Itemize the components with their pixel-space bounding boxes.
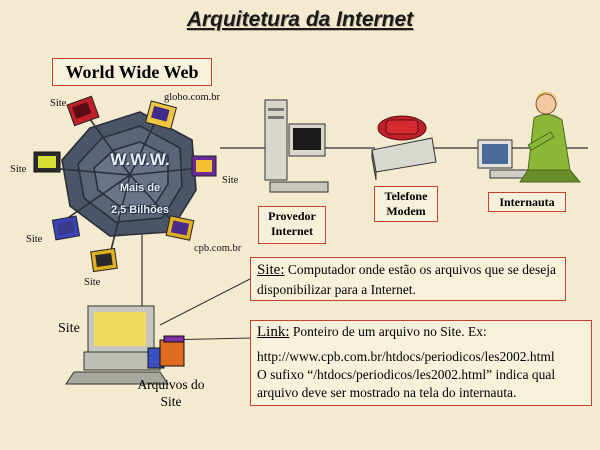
web-graphic [47, 107, 201, 263]
globo-computer-icon [144, 100, 178, 130]
archive-label: Arquivos do Site [137, 377, 205, 409]
modem-label: Telefone Modem [374, 186, 438, 222]
site-server-label: Site [58, 321, 80, 336]
archive-files-icon [147, 335, 185, 369]
link-term: Link: [257, 324, 290, 340]
site-server-icon [65, 305, 169, 385]
internauta-label: Internauta [488, 192, 566, 212]
label-globo: globo.com.br [164, 92, 220, 103]
site-definition-text: Computador onde estão os arquivos que se… [257, 262, 556, 297]
site-left-computer-icon [33, 151, 61, 173]
web-center-line1: Mais de [119, 182, 161, 194]
web-center-line2: 2,5 Bilhões [110, 204, 170, 216]
web-center-title: W.W.W. [110, 150, 170, 169]
label-cpb: cpb.com.br [194, 243, 242, 254]
label-site-top: Site [50, 98, 67, 109]
link-example-url: http://www.cpb.com.br/htdocs/periodicos/… [257, 349, 555, 364]
internauta-icon [477, 92, 582, 183]
label-site-left: Site [10, 164, 27, 175]
link-definition-text: Ponteiro de um arquivo no Site. Ex: [292, 324, 487, 339]
telephone-modem-icon [371, 115, 437, 181]
site-term: Site: [257, 262, 285, 278]
provedor-label: Provedor Internet [258, 206, 326, 244]
site-definition-box: Site: Computador onde estão os arquivos … [250, 257, 566, 301]
web-heading: World Wide Web [52, 58, 212, 86]
site-right-computer-icon [191, 155, 217, 177]
label-site-bottom: Site [84, 277, 101, 288]
provedor-computer-icon [264, 99, 329, 193]
site-bottom-computer-icon [90, 247, 118, 273]
label-site-right: Site [222, 175, 239, 186]
pointer-site-def [159, 277, 253, 326]
site-bottom-left-computer-icon [51, 215, 81, 241]
site-computer-icon [66, 95, 100, 127]
link-suffix-note: O sufixo “/htdocs/periodicos/les2002.htm… [257, 367, 556, 400]
page-title: Arquitetura da Internet [186, 8, 414, 31]
link-definition-box: Link: Ponteiro de um arquivo no Site. Ex… [250, 320, 592, 406]
cpb-computer-icon [165, 215, 195, 241]
label-site-bottom-left: Site [26, 234, 43, 245]
